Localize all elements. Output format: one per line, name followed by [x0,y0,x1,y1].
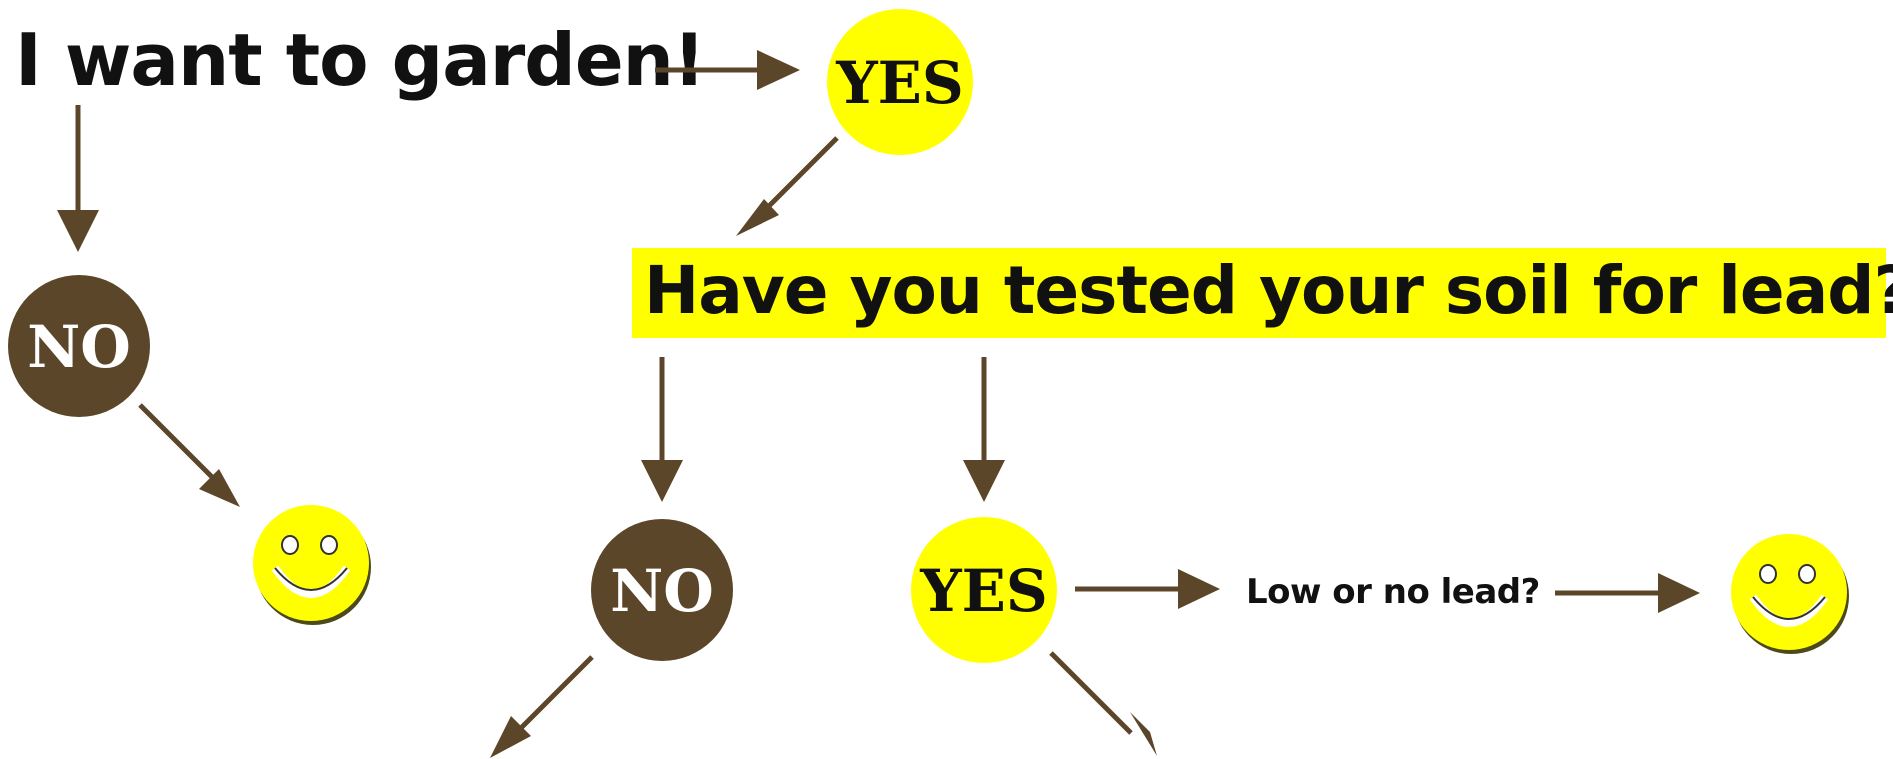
smiley-icon-left [253,505,371,625]
no-label-left: NO [27,313,131,381]
arrowhead-diag-1 [736,199,779,236]
arrowhead-diag-3 [490,716,531,758]
arrow-yes-to-question [760,136,839,215]
yes-label-middle: YES [919,557,1048,625]
yes-label-top: YES [835,49,964,117]
arrowhead-right-3 [1658,573,1700,613]
arrowhead-down-3 [963,460,1005,502]
no-bubble-left: NO [8,275,150,417]
arrow-no-down-left [510,655,594,739]
no-bubble-middle: NO [591,519,733,661]
yes-bubble-middle: YES [911,517,1057,663]
followup-question: Low or no lead? [1246,572,1540,612]
arrow-no-to-smiley [138,403,222,487]
question-highlight [632,248,1886,338]
arrowhead-diag-4 [1130,712,1157,756]
smiley-icon-right [1731,534,1849,654]
arrowhead-diag-2 [199,469,240,507]
arrowhead-right-1 [757,50,800,90]
question-text: Have you tested your soil for lead? [644,252,1893,329]
yes-bubble-top: YES [827,9,973,155]
arrowhead-down-1 [57,210,99,252]
no-label-middle: NO [610,557,714,625]
arrowhead-down-2 [641,460,683,502]
arrowhead-right-2 [1178,569,1220,609]
arrow-yes-down-right [1049,651,1133,735]
flowchart-title: I want to garden! [15,18,706,102]
